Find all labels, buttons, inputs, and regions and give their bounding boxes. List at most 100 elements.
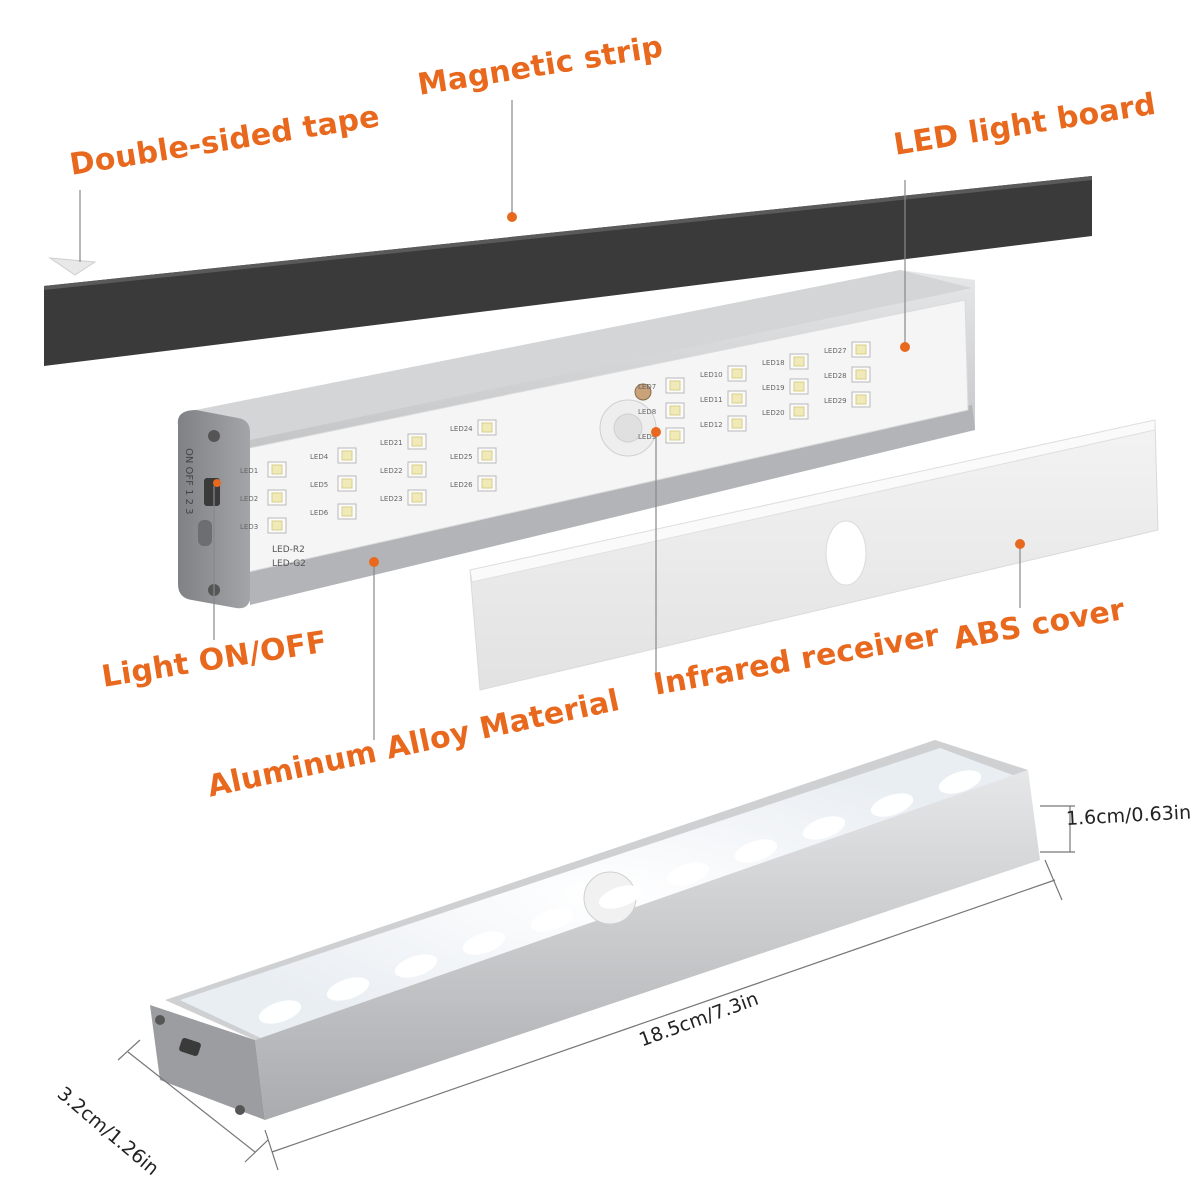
led-label: LED28 [824,372,847,380]
assembled-led-glow [258,1000,302,1024]
led-phosphor [341,450,353,461]
led-label: LED11 [700,396,723,404]
led-label: LED6 [310,509,329,517]
led-phosphor [411,464,423,475]
dot-magnetic [507,212,517,222]
led-phosphor [855,369,867,380]
led-label: LED19 [762,384,785,392]
led-label: LED8 [638,408,656,416]
photo-resistor [634,383,652,401]
led-label: LED10 [700,371,723,379]
assembled-led-glow [666,862,710,886]
light-bar-body: LED1LED2LED3LED4LED5LED6LED21LED22LED23L… [177,270,975,609]
led-label: LED18 [762,359,785,367]
assembled-led-glow [326,977,370,1001]
assembled-led-glow [870,793,914,817]
led-label: LED25 [450,453,473,461]
dim-width-tick-bottom [244,1139,269,1163]
led-label: LED4 [310,453,329,461]
assembled-led-glow [802,816,846,840]
abs-cover-part [469,419,1159,691]
led-phosphor [731,418,743,429]
led-phosphor [411,436,423,447]
led-label: LED24 [450,425,473,433]
led-phosphor [341,478,353,489]
assembled-screw-bottom [235,1105,245,1115]
led-label: LED9 [638,433,656,441]
led-label: LED23 [380,495,403,503]
pcb-ref-g2: LED-G2 [272,559,306,569]
dot-abs [1015,539,1025,549]
dim-width-line [127,1051,256,1153]
leader-lines [79,100,1021,740]
led-phosphor [669,430,681,441]
on-off-marker-dot [213,479,221,487]
led-phosphor [669,405,681,416]
led-phosphor [793,406,805,417]
led-label: LED29 [824,397,847,405]
infrared-sensor-inner [613,413,643,443]
led-phosphor [271,492,283,503]
dim-width-tick-top [117,1039,141,1061]
led-phosphor [341,506,353,517]
dim-length-line [271,879,1056,1153]
led-phosphor [481,450,493,461]
assembled-light [150,740,1040,1120]
led-label: LED3 [240,523,258,531]
assembled-led-glow [734,839,778,863]
assembled-led-glow [462,931,506,955]
dot-infrared [651,427,661,437]
led-phosphor [731,368,743,379]
assembled-led-glow [938,770,982,794]
dot-aluminum [369,557,379,567]
magnetic-strip-top-edge [44,176,1092,290]
led-phosphor [855,344,867,355]
magnetic-strip-body [44,176,1092,366]
led-phosphor [793,356,805,367]
aluminum-top-rail [196,270,972,440]
pcb-ref-r2: LED-R2 [272,545,305,555]
led-label: LED1 [240,467,258,475]
leader-dots [369,212,1025,567]
led-phosphor [793,381,805,392]
led-phosphor [855,394,867,405]
led-label: LED27 [824,347,847,355]
led-phosphor [669,380,681,391]
led-phosphor [411,492,423,503]
aluminum-bottom-rail [245,405,975,605]
led-phosphor [481,422,493,433]
end-cap-screw-top [208,430,220,442]
assembled-led-glow [394,954,438,978]
led-label: LED22 [380,467,403,475]
switch-marks: ON OFF 1 2 3 [183,448,194,515]
tape-peel-corner [48,257,97,276]
assembled-end-cap [150,1005,265,1120]
magnetic-strip [44,176,1092,366]
mode-button[interactable] [198,520,212,546]
led-label: LED20 [762,409,785,417]
abs-cover-sensor-window [825,520,867,586]
dot-led-board [900,342,910,352]
assembled-led-glow [530,908,574,932]
abs-cover-top-lip [469,419,1156,583]
led-label: LED2 [240,495,258,503]
assembled-side-wall [255,770,1040,1120]
dim-length-tick-left [264,1129,279,1171]
led-label: LED26 [450,481,473,489]
assembled-screw-top [155,1015,165,1025]
led-label: LED7 [638,383,656,391]
led-label: LED12 [700,421,723,429]
led-phosphor [481,478,493,489]
dim-length-tick-right [1044,859,1063,901]
assembled-switch[interactable] [178,1037,201,1056]
led-label: LED21 [380,439,403,447]
led-phosphor [731,393,743,404]
led-phosphor [271,464,283,475]
dimension-lines [117,805,1075,1171]
assembled-led-row [258,770,982,1024]
led-label: LED5 [310,481,328,489]
led-phosphor [271,520,283,531]
assembled-led-glow [598,885,642,909]
